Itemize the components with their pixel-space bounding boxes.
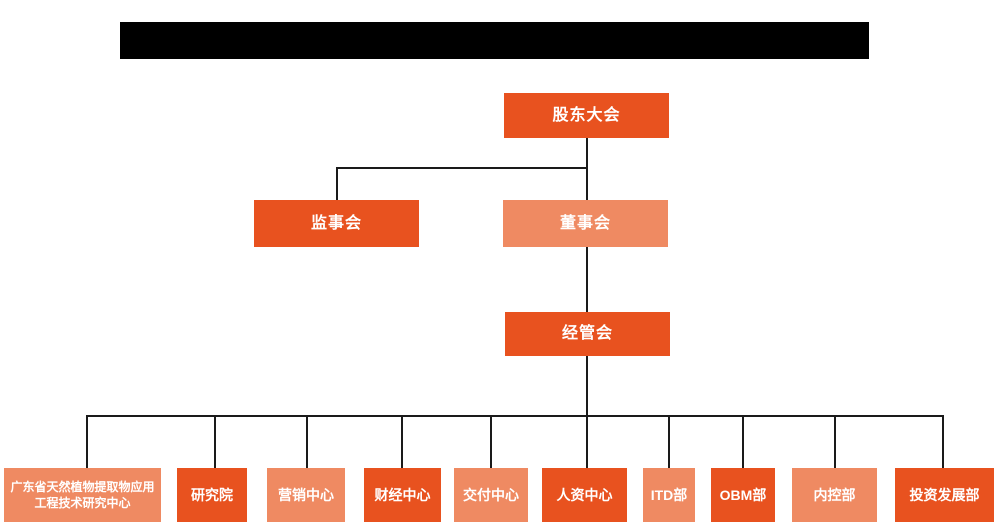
node-label: 交付中心	[463, 486, 519, 503]
node-dept-internal-control: 内控部	[792, 468, 877, 522]
connector-line	[490, 416, 492, 468]
connector-line	[586, 138, 588, 200]
node-dept-marketing-center: 营销中心	[267, 468, 345, 522]
node-label: OBM部	[719, 486, 767, 503]
connector-line	[834, 416, 836, 468]
connector-line	[668, 416, 670, 468]
connector-line	[586, 247, 588, 312]
node-label: 人资中心	[556, 486, 613, 503]
node-management-committee: 经管会	[505, 312, 670, 356]
connector-line	[336, 167, 588, 169]
node-label: 研究院	[191, 486, 233, 503]
node-label: 财经中心	[374, 486, 431, 503]
node-board-of-supervisors: 监事会	[254, 200, 419, 247]
connector-line	[86, 416, 88, 468]
node-dept-investment-development: 投资发展部	[895, 468, 994, 522]
node-label: 投资发展部	[909, 486, 980, 503]
node-shareholders-meeting: 股东大会	[504, 93, 669, 138]
connector-line	[942, 416, 944, 468]
node-label: 营销中心	[278, 486, 334, 503]
node-label: 董事会	[559, 214, 611, 232]
node-label: 广东省天然植物提取物应用工程技术研究中心	[10, 479, 155, 510]
connector-line	[586, 416, 588, 468]
connector-line	[586, 356, 588, 416]
connector-line	[214, 416, 216, 468]
connector-line	[306, 416, 308, 468]
node-label: 监事会	[310, 214, 362, 232]
node-dept-delivery-center: 交付中心	[454, 468, 528, 522]
connector-line	[86, 415, 944, 417]
connector-line	[401, 416, 403, 468]
node-label: ITD部	[650, 486, 688, 503]
node-dept-research-center: 广东省天然植物提取物应用工程技术研究中心	[4, 468, 161, 522]
node-dept-obm: OBM部	[711, 468, 775, 522]
node-label: 内控部	[813, 486, 856, 503]
node-dept-finance-center: 财经中心	[364, 468, 441, 522]
node-dept-hr-center: 人资中心	[542, 468, 627, 522]
node-dept-itd: ITD部	[643, 468, 695, 522]
redacted-title-bar	[120, 22, 869, 59]
node-label: 股东大会	[552, 106, 621, 124]
node-dept-research-institute: 研究院	[177, 468, 247, 522]
connector-line	[742, 416, 744, 468]
node-label: 经管会	[561, 325, 613, 343]
node-board-of-directors: 董事会	[503, 200, 668, 247]
connector-line	[336, 167, 338, 200]
